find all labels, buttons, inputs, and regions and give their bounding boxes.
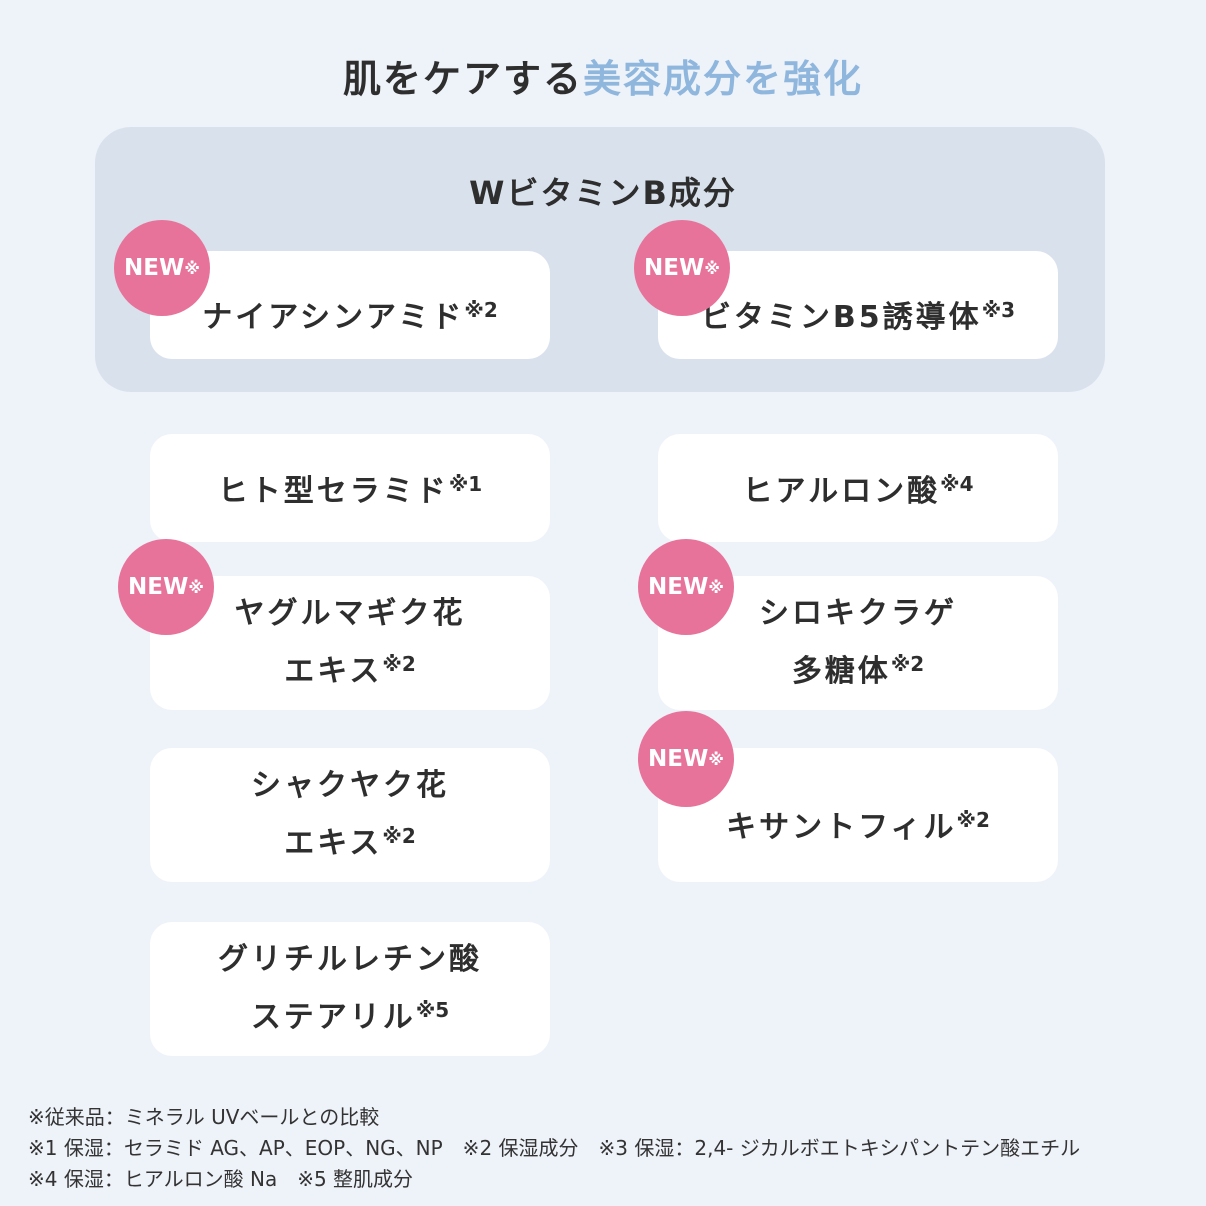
footnotes: ※従来品：ミネラル UVベールとの比較 ※1 保湿：セラミド AG、AP、EOP… — [28, 1102, 1080, 1195]
ingredient-card: シャクヤク花エキス※2 — [150, 748, 550, 882]
badge-mark: ※ — [184, 258, 200, 278]
footnote-ref: ※2 — [382, 824, 416, 848]
badge-mark: ※ — [708, 577, 724, 597]
badge-mark: ※ — [708, 749, 724, 769]
ingredient-name: 多糖体 — [791, 654, 891, 689]
footnote: ※1 保湿：セラミド AG、AP、EOP、NG、NP ※2 保湿成分 ※3 保湿… — [28, 1136, 1081, 1160]
badge-text: NEW — [124, 255, 185, 281]
footnote-ref: ※3 — [981, 298, 1016, 322]
footnote-ref: ※4 — [940, 472, 974, 496]
ingredient-name: エキス — [284, 654, 383, 689]
footnote-ref: ※2 — [464, 298, 498, 322]
footnote: ※従来品：ミネラル UVベールとの比較 — [28, 1105, 380, 1129]
page-title: 肌をケアする美容成分を強化 — [0, 48, 1206, 103]
badge-mark: ※ — [188, 577, 204, 597]
title-highlight: 美容成分を強化 — [583, 57, 864, 101]
footnote-ref: ※2 — [382, 652, 416, 676]
footnote-ref: ※5 — [415, 998, 450, 1022]
ingredient-card: ナイアシンアミド※2 — [150, 251, 550, 359]
footnote-ref: ※1 — [448, 472, 483, 496]
footnote-ref: ※2 — [890, 652, 925, 676]
badge-text: NEW — [644, 255, 705, 281]
ingredient-name: ナイアシンアミド — [202, 300, 465, 335]
new-badge: NEW※ — [638, 539, 734, 635]
title-part1: 肌をケアする — [342, 57, 583, 101]
footnote-ref: ※2 — [956, 808, 990, 832]
ingredient-name: ヒアルロン酸 — [742, 474, 941, 509]
ingredient-name: ステアリル — [250, 1000, 416, 1035]
panel-title: WビタミンB成分 — [469, 174, 737, 212]
new-badge: NEW※ — [638, 711, 734, 807]
badge-text: NEW — [128, 574, 189, 600]
ingredient-card: ヒアルロン酸※4 — [658, 434, 1058, 542]
ingredient-name: ビタミンB5誘導体 — [700, 300, 982, 335]
new-badge: NEW※ — [114, 220, 210, 316]
ingredient-name: キサントフィル — [726, 810, 957, 845]
ingredient-card: ヒト型セラミド※1 — [150, 434, 550, 542]
ingredient-card: キサントフィル※2 — [658, 748, 1058, 882]
ingredient-card: ヤグルマギク花エキス※2 — [150, 576, 550, 710]
ingredient-name: シャクヤク花 — [251, 768, 449, 803]
badge-mark: ※ — [704, 258, 720, 278]
ingredient-name: シロキクラゲ — [759, 596, 957, 631]
new-badge: NEW※ — [118, 539, 214, 635]
badge-text: NEW — [648, 746, 709, 772]
new-badge: NEW※ — [634, 220, 730, 316]
ingredient-name: ヒト型セラミド — [217, 474, 449, 509]
ingredient-name: ヤグルマギク花 — [234, 596, 466, 631]
ingredient-name: グリチルレチン酸 — [218, 942, 482, 977]
badge-text: NEW — [648, 574, 709, 600]
footnote: ※4 保湿：ヒアルロン酸 Na ※5 整肌成分 — [28, 1167, 414, 1191]
ingredient-name: エキス — [284, 826, 383, 861]
ingredient-card: グリチルレチン酸ステアリル※5 — [150, 922, 550, 1056]
